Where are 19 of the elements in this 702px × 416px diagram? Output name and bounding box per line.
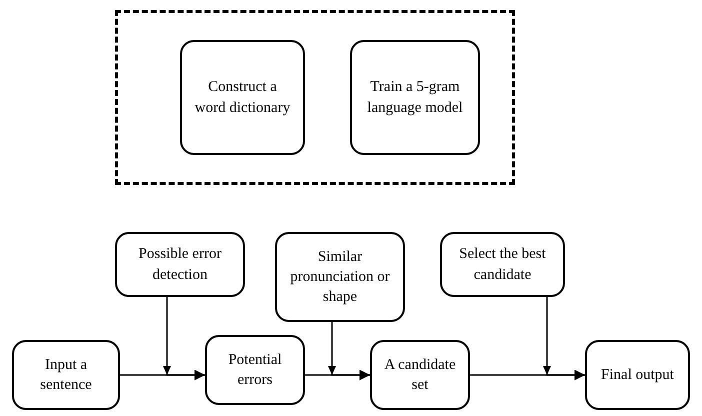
process-box	[205, 335, 305, 405]
process-box	[370, 340, 470, 410]
process-box	[12, 340, 120, 410]
box-label: Potential errors	[227, 350, 283, 390]
box-label: Possible error detection	[138, 245, 222, 284]
process-box	[115, 232, 245, 297]
box-label: Final output	[600, 366, 675, 385]
box-label: Input a sentence	[39, 356, 93, 395]
box-label: Select the best candidate	[458, 245, 547, 284]
process-box	[275, 232, 405, 322]
process-box	[350, 40, 480, 155]
process-box	[440, 232, 565, 297]
box-label: Train a 5-gram language model	[366, 78, 464, 118]
group-box	[115, 10, 515, 185]
process-box	[180, 40, 305, 155]
box-label: Construct a word dictionary	[194, 78, 292, 118]
box-label: A candidate set	[383, 356, 457, 395]
process-box	[585, 340, 690, 410]
box-label: Similar pronunciation or shape	[289, 248, 391, 308]
